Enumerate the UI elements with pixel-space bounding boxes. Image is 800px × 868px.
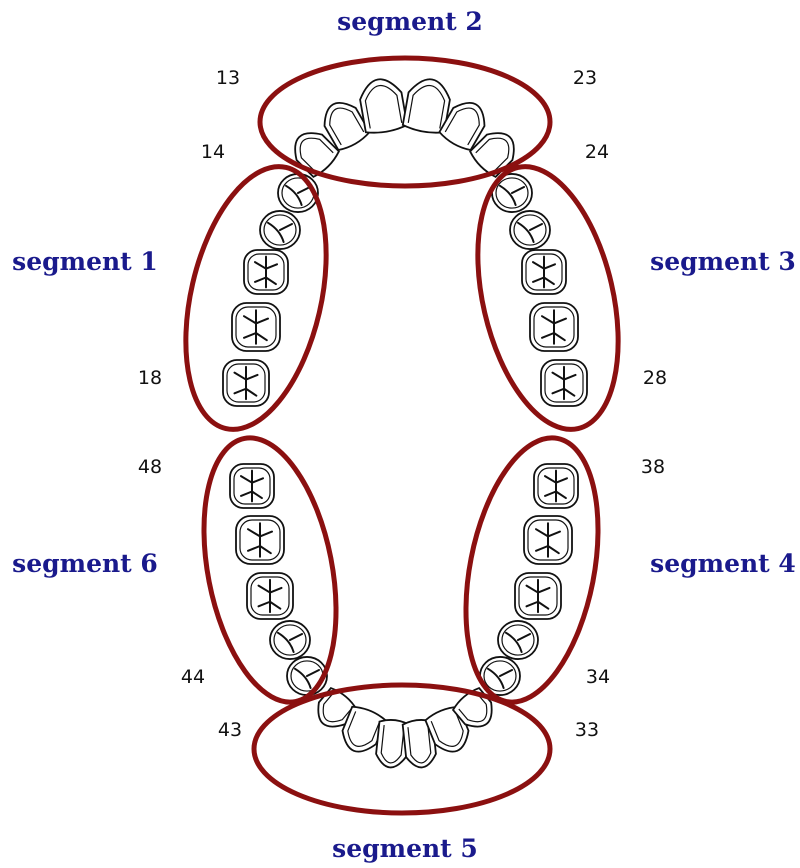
molar-tooth [533, 463, 579, 509]
segment-6-ellipse [201, 435, 339, 705]
upper-front-tooth [294, 132, 340, 178]
tooth-number-34: 34 [586, 666, 610, 688]
tooth-number-28: 28 [643, 367, 667, 389]
tooth-number-24: 24 [585, 141, 609, 163]
segment-5-label: segment 5 [332, 834, 478, 863]
molar-tooth [246, 572, 294, 620]
upper-front-tooth [438, 102, 486, 152]
upper-front-tooth [469, 132, 515, 178]
premolar-tooth [269, 620, 311, 660]
segment-2-label: segment 2 [337, 7, 483, 36]
segment-6-label: segment 6 [12, 549, 158, 578]
tooth-number-38: 38 [641, 456, 665, 478]
molar-tooth [540, 359, 588, 407]
segment-2-ellipse [257, 55, 553, 189]
lower-front-tooth [424, 705, 470, 753]
tooth-number-43: 43 [218, 719, 242, 741]
molar-tooth [521, 249, 567, 295]
tooth-number-23: 23 [573, 67, 597, 89]
lower-front-tooth [401, 719, 437, 769]
tooth-number-48: 48 [138, 456, 162, 478]
segment-5-ellipse [251, 682, 553, 816]
lower-front-tooth [341, 705, 387, 753]
segment-1-label: segment 1 [12, 247, 158, 276]
molar-tooth [222, 359, 270, 407]
upper-front-tooth [323, 102, 371, 152]
molar-tooth [231, 302, 281, 352]
tooth-number-13: 13 [216, 67, 240, 89]
premolar-tooth [497, 620, 539, 660]
tooth-number-33: 33 [575, 719, 599, 741]
molar-tooth [229, 463, 275, 509]
segment-1-ellipse [183, 164, 329, 432]
premolar-tooth [509, 210, 551, 250]
tooth-number-44: 44 [181, 666, 205, 688]
molar-tooth [514, 572, 562, 620]
molar-tooth [235, 515, 285, 565]
tooth-number-18: 18 [138, 367, 162, 389]
segment-3-label: segment 3 [650, 247, 796, 276]
teeth-group [222, 78, 588, 769]
molar-tooth [529, 302, 579, 352]
lower-front-tooth [451, 686, 493, 728]
tooth-number-14: 14 [201, 141, 225, 163]
segment-4-label: segment 4 [650, 549, 796, 578]
segment-3-ellipse [475, 164, 621, 432]
upper-front-tooth [359, 78, 409, 134]
premolar-tooth [259, 210, 301, 250]
molar-tooth [243, 249, 289, 295]
upper-front-tooth [401, 78, 451, 134]
molar-tooth [523, 515, 573, 565]
